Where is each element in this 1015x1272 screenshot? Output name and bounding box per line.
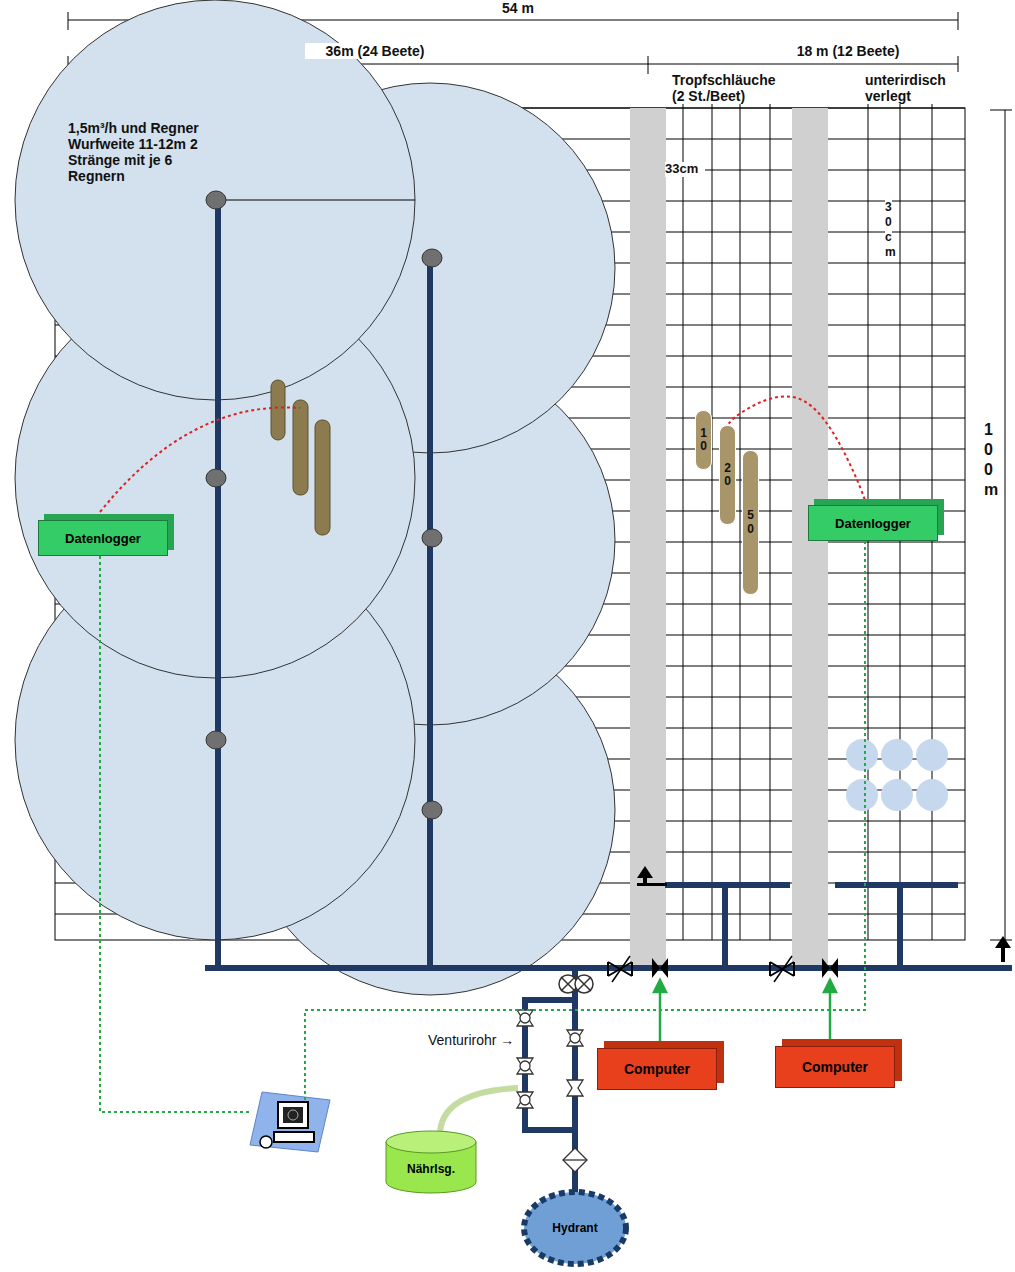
soil-sensor: 50 bbox=[742, 450, 759, 595]
dimension-label: 18 m (12 Beete) bbox=[778, 43, 918, 59]
dimension-label: 100 m bbox=[984, 420, 993, 500]
sprinkler-note: 1,5m³/h und Regner Wurfweite 11-12m 2 St… bbox=[68, 120, 218, 184]
soil-sensor: 10 bbox=[695, 410, 712, 470]
hydrant: Hydrant bbox=[520, 1188, 630, 1268]
air-valves bbox=[637, 866, 1011, 962]
drip-note: Tropfschläuche (2 St./Beet) bbox=[672, 72, 787, 104]
node-text: Hydrant bbox=[552, 1221, 597, 1235]
sensor-cable bbox=[100, 407, 300, 512]
part-label: Venturirohr → bbox=[428, 1032, 528, 1048]
wet-spots bbox=[846, 739, 948, 811]
data-cables bbox=[100, 541, 865, 1112]
bed-line bbox=[683, 95, 684, 940]
spacing-label: 30 cm bbox=[885, 200, 892, 260]
data-logger: Datenlogger bbox=[808, 505, 938, 541]
bed-line bbox=[770, 95, 771, 940]
dimension-label: 36m (24 Beete) bbox=[305, 43, 445, 59]
nutrient-tank: Nährlsg. bbox=[385, 1130, 477, 1194]
bed-line bbox=[740, 95, 741, 940]
node-text: Datenlogger bbox=[65, 531, 141, 546]
pipes bbox=[205, 200, 1012, 1240]
radius-line bbox=[215, 200, 415, 201]
node-text: Computer bbox=[802, 1059, 868, 1075]
pc-icon bbox=[250, 1092, 330, 1152]
node-text: Datenlogger bbox=[835, 516, 911, 531]
node-text: Nährlsg. bbox=[407, 1162, 455, 1176]
node-text: 20 bbox=[724, 462, 731, 488]
soil-sensor: 20 bbox=[719, 425, 736, 525]
drip-note: unterirdisch verlegt bbox=[865, 72, 965, 104]
suction-hose bbox=[440, 1088, 518, 1135]
node-text: 50 bbox=[747, 509, 754, 535]
flow-meter bbox=[559, 975, 593, 993]
spacing-label: 33cm bbox=[665, 162, 705, 177]
dimension-label: 54 m bbox=[488, 0, 548, 16]
control-computer: Computer bbox=[597, 1048, 717, 1090]
data-logger: Datenlogger bbox=[38, 520, 168, 556]
control-computer: Computer bbox=[775, 1046, 895, 1088]
sprinkler-circles bbox=[15, 0, 615, 995]
sprinkler-heads bbox=[206, 191, 442, 819]
tank-top bbox=[386, 1131, 476, 1153]
venturi-fittings bbox=[517, 1010, 587, 1172]
path-strip bbox=[630, 108, 666, 968]
bed-line bbox=[712, 95, 713, 940]
soil-sensors bbox=[271, 380, 330, 535]
control-arrows bbox=[654, 980, 836, 1046]
magnet-valves bbox=[608, 956, 838, 982]
node-text: Computer bbox=[624, 1061, 690, 1077]
node-text: 10 bbox=[700, 427, 707, 453]
hydrant-body bbox=[524, 1192, 626, 1264]
